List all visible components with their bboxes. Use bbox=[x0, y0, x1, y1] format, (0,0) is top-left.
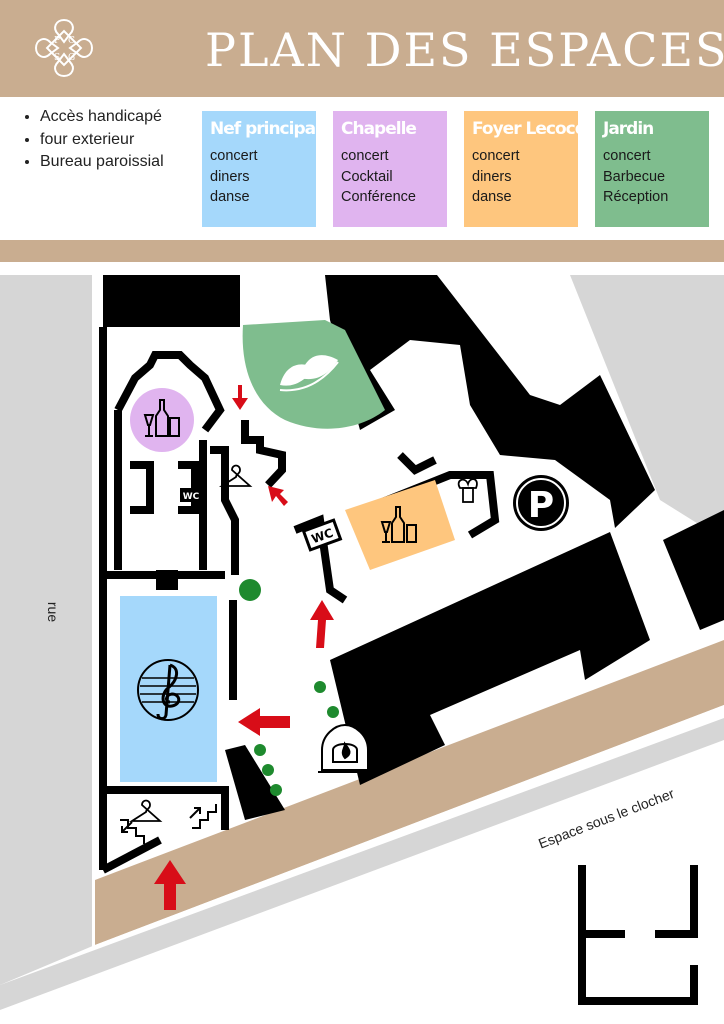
space-card-item: concert bbox=[472, 148, 520, 164]
chapel-zone bbox=[130, 388, 194, 452]
logo-letter-s: S bbox=[54, 53, 60, 63]
entrance-arrow-icon bbox=[238, 708, 290, 736]
space-card-title: Jardin bbox=[603, 119, 654, 139]
space-card-item: concert bbox=[341, 148, 389, 164]
entrance-arrow-icon bbox=[232, 385, 248, 410]
page-title: PLAN DES ESPACES bbox=[205, 23, 724, 77]
pillar bbox=[156, 570, 178, 590]
space-card-chapelle: Chapelle concert Cocktail Conférence bbox=[333, 111, 447, 227]
amenity-accessibility: Accès handicapé bbox=[40, 106, 164, 129]
street-diagonal bbox=[0, 718, 724, 1010]
chef-utensils-icon bbox=[457, 478, 478, 503]
foyer-zone bbox=[345, 480, 455, 570]
space-card-item: diners bbox=[210, 168, 250, 185]
building-block bbox=[330, 532, 650, 785]
space-card-item: Barbecue bbox=[603, 168, 666, 185]
street-left bbox=[0, 275, 92, 1024]
space-card-item: Cocktail bbox=[341, 168, 393, 185]
street-right bbox=[570, 275, 724, 540]
space-card-item: Conférence bbox=[341, 189, 416, 205]
building-block bbox=[225, 745, 285, 820]
space-card-title: Chapelle bbox=[341, 119, 417, 139]
space-card-title: Foyer Lecocq bbox=[472, 119, 587, 139]
treble-clef-icon bbox=[137, 659, 199, 721]
parking-icon: P bbox=[513, 475, 569, 531]
garden-leaves-icon bbox=[279, 355, 339, 392]
space-card-item: concert bbox=[210, 148, 258, 164]
amenity-parish-office: Bureau paroissial bbox=[40, 151, 164, 174]
logo-letter-c: C bbox=[68, 36, 75, 46]
separator-band bbox=[0, 240, 724, 262]
space-card-item: diners bbox=[472, 168, 512, 185]
stairs-down-icon bbox=[189, 804, 217, 829]
space-card-item: Réception bbox=[603, 189, 669, 205]
bottles-icon bbox=[143, 399, 180, 437]
amenity-outdoor-oven: four exterieur bbox=[40, 129, 164, 152]
logo-letter-p: P bbox=[54, 36, 60, 46]
logo-letter-g: G bbox=[68, 53, 75, 63]
floor-plan-map: WC WC P bbox=[0, 275, 724, 1024]
wc-icon: WC bbox=[301, 518, 343, 552]
entrance-arrow-icon bbox=[154, 860, 186, 910]
space-card-item: danse bbox=[472, 189, 512, 205]
coat-hanger-icon bbox=[218, 464, 253, 487]
building-block bbox=[103, 275, 240, 327]
space-card-item: concert bbox=[603, 148, 651, 164]
entrance-arrow-icon bbox=[268, 486, 288, 506]
entrance-arrow-icon bbox=[310, 600, 334, 648]
space-card-nef: Nef principale concert diners danse bbox=[202, 111, 331, 227]
bottles-icon bbox=[380, 506, 417, 543]
space-card-item: danse bbox=[210, 189, 250, 205]
diagonal-brown-strip bbox=[95, 640, 724, 945]
wc-label: WC bbox=[183, 492, 200, 502]
street-label: rue bbox=[45, 602, 61, 622]
stairs-up-icon bbox=[120, 819, 145, 844]
garden-path-dots bbox=[239, 579, 339, 796]
pcsg-logo: P C S G bbox=[34, 18, 94, 78]
oven-icon bbox=[318, 723, 372, 773]
coat-hanger-icon bbox=[128, 799, 163, 822]
header-band bbox=[0, 0, 724, 97]
bell-tower-plan bbox=[578, 865, 698, 1005]
parking-label: P bbox=[528, 485, 554, 526]
space-card-foyer: Foyer Lecocq concert diners danse bbox=[464, 111, 587, 227]
space-card-title: Nef principale bbox=[210, 119, 331, 139]
building-block bbox=[663, 510, 724, 630]
amenities-list: Accès handicapé four exterieur Bureau pa… bbox=[22, 106, 164, 174]
space-card-jardin: Jardin concert Barbecue Réception bbox=[595, 111, 709, 227]
wc-icon: WC bbox=[180, 488, 202, 502]
building-block bbox=[325, 275, 655, 528]
